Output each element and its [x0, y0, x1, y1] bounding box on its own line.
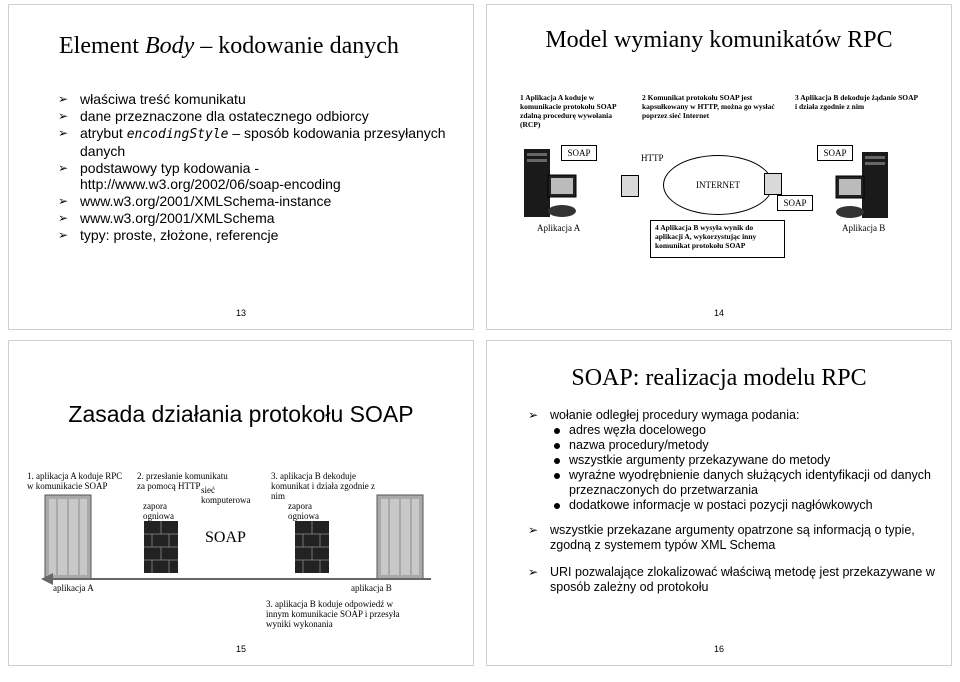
slide-13-bullets: właściwa treść komunikatu dane przeznacz… [58, 91, 458, 244]
firewall-2-label: zapora ogniowa [288, 501, 319, 521]
soap-box-b2: SOAP [777, 195, 813, 211]
network-label: sieć komputerowa [201, 485, 251, 505]
firewall-2-icon [295, 521, 329, 573]
computer-a-icon [524, 149, 577, 217]
page-number: 14 [713, 308, 724, 318]
sub-bullet: wyraźne wyodrębnienie danych służących i… [550, 468, 938, 498]
slide-14-title: Model wymiany komunikatów RPC [545, 27, 893, 53]
step-2-text: 2. przesłanie komunikatu za pomocą HTTP [137, 471, 228, 491]
sub-bullets: adres węzła docelowego nazwa procedury/m… [550, 423, 938, 513]
step-3-text: 3 Aplikacja B dekoduje żądanie SOAP i dz… [795, 93, 918, 111]
http-label: HTTP [641, 153, 664, 163]
bullet: wszystkie przekazane argumenty opatrzone… [528, 523, 938, 553]
step-1-text: 1. aplikacja A koduje RPC w komunikacie … [27, 471, 123, 491]
firewall-1-label: zapora ogniowa [143, 501, 174, 521]
slide-16-bullets: wołanie odległej procedury wymaga podani… [528, 408, 938, 596]
computer-b-icon [835, 152, 888, 218]
slide-14: Model wymiany komunikatów RPC 1 Aplikacj… [486, 4, 952, 330]
soap-box-b: SOAP [817, 145, 853, 161]
page-number: 15 [235, 644, 246, 654]
step-3-text: 3. aplikacja B dekoduje komunikat i dzia… [271, 471, 375, 501]
title-text: Element [59, 33, 145, 59]
sub-bullet: nazwa procedury/metody [550, 438, 938, 453]
gateway-a [621, 175, 639, 197]
slide-16-title: SOAP: realizacja modelu RPC [571, 365, 867, 391]
slide-15: Zasada działania protokołu SOAP 1. aplik… [8, 340, 474, 666]
bullet: dane przeznaczone dla ostatecznego odbio… [58, 108, 458, 124]
title-italic: Body [144, 33, 195, 59]
slide-13-title: Element Body – kodowanie danych [59, 31, 473, 61]
app-a-label: Aplikacja A [537, 223, 581, 233]
step-2-text: 2 Komunikat protokołu SOAP jest kapsułko… [642, 93, 775, 120]
step-1-text: 1 Aplikacja A koduje w komunikacie proto… [520, 93, 617, 129]
sub-bullet: dodatkowe informacje w postaci pozycji n… [550, 498, 938, 513]
bullet-code: encodingStyle [126, 127, 229, 142]
step-4-box: 4 Aplikacja B wysyła wynik do aplikacji … [650, 220, 785, 258]
title-text-2: – kodowanie danych [194, 33, 399, 59]
bullet: właściwa treść komunikatu [58, 91, 458, 107]
bullet: typy: proste, złożone, referencje [58, 227, 458, 243]
bullet-prefix: atrybut [80, 125, 127, 141]
bullet: URI pozwalające zlokalizować właściwą me… [528, 565, 938, 595]
slide-16: SOAP: realizacja modelu RPC wołanie odle… [486, 340, 952, 666]
return-arrow-icon [41, 573, 431, 585]
slide-15-title: Zasada działania protokołu SOAP [68, 401, 414, 427]
app-b-label: Aplikacja B [842, 223, 886, 233]
page-number: 13 [235, 308, 246, 318]
firewall-1-icon [144, 521, 178, 573]
bullet: podstawowy typ kodowania - http://www.w3… [58, 160, 458, 192]
slide-13: Element Body – kodowanie danych właściwa… [8, 4, 474, 330]
sub-bullet: wszystkie argumenty przekazywane do meto… [550, 453, 938, 468]
app-a-label: aplikacja A [53, 583, 94, 593]
server-a-icon [44, 494, 92, 580]
bullet: atrybut encodingStyle – sposób kodowania… [58, 125, 458, 159]
server-b-icon [376, 494, 424, 580]
sub-bullet: adres węzła docelowego [550, 423, 938, 438]
soap-label: SOAP [205, 529, 246, 546]
bullet-dash: – [228, 125, 245, 141]
step-4-text: 3. aplikacja B koduje odpowiedź w innym … [266, 599, 400, 629]
app-b-label: aplikacja B [351, 583, 392, 593]
bullet: www.w3.org/2001/XMLSchema [58, 210, 458, 226]
bullet-text: wołanie odległej procedury wymaga podani… [550, 408, 800, 422]
page-number: 16 [713, 644, 724, 654]
bullet: wołanie odległej procedury wymaga podani… [528, 408, 938, 513]
soap-box-a: SOAP [561, 145, 597, 161]
internet-cloud: INTERNET [663, 155, 773, 215]
bullet-rest: sposób kodowania przesyłanych danych [80, 125, 446, 159]
bullet: www.w3.org/2001/XMLSchema-instance [58, 193, 458, 209]
gateway-b [764, 173, 782, 195]
